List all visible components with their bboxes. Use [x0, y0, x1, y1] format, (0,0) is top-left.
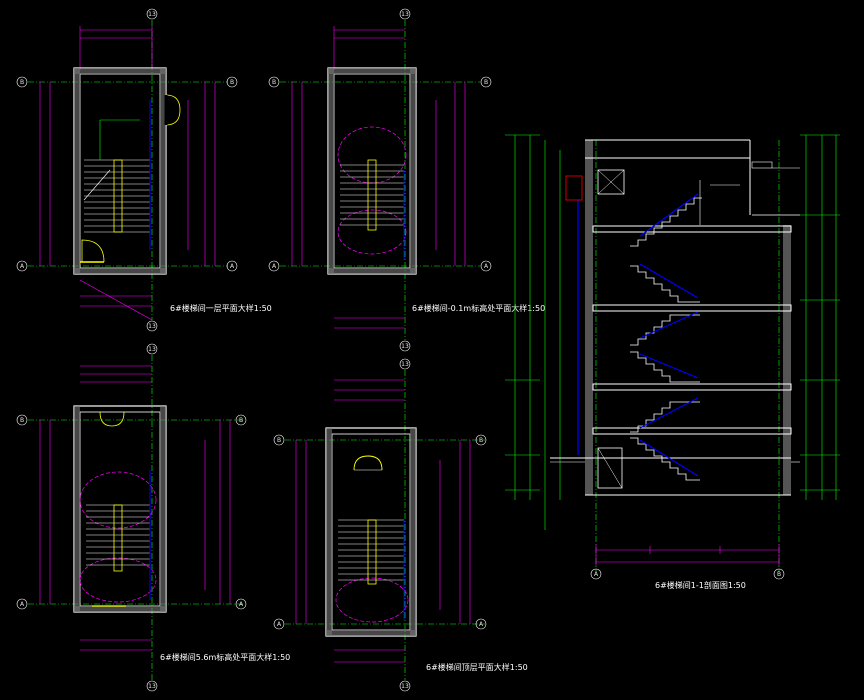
plan2-axis-right-bottom: A: [484, 263, 489, 270]
plan4-axis-right-top: B: [479, 437, 483, 444]
plan-5-6m: 13 13 B A B A 6#楼梯间5.6m标高处平面大样1:50: [16, 343, 290, 692]
plan3-axis-right-top: B: [239, 417, 243, 424]
plan4-axis-right-bottom: A: [479, 621, 484, 628]
plan2-axis-left-bottom: A: [272, 263, 277, 270]
plan4-axis-left-top: B: [277, 437, 281, 444]
plan3-axis-top: 13: [148, 346, 156, 353]
plan-minus-0-1m: 13 13 B A B A 6#楼梯间-0.1m标高处平面大样1:50: [268, 8, 545, 352]
plan2-axis-left-top: B: [272, 79, 276, 86]
plan1-axis-bottom: 13: [148, 323, 156, 330]
plan4-axis-bottom: 13: [401, 683, 409, 690]
plan1-axis-left-bottom: A: [20, 263, 25, 270]
plan2-title: 6#楼梯间-0.1m标高处平面大样1:50: [412, 303, 545, 313]
section-title: 6#楼梯间1-1剖面图1:50: [655, 580, 746, 590]
plan1-axis-right-top: B: [230, 79, 234, 86]
plan1-axis-left-top: B: [20, 79, 24, 86]
plan-top-floor: 13 13 B A B A 6#楼梯间顶层平面大样1:50: [273, 358, 528, 692]
plan1-axis-top: 13: [148, 11, 156, 18]
plan3-axis-right-bottom: A: [239, 601, 244, 608]
plan4-axis-left-bottom: A: [277, 621, 282, 628]
section-1-1: A B 6#楼梯间1-1剖面图1:50: [505, 134, 840, 590]
section-axis-right: B: [777, 571, 781, 578]
plan3-title: 6#楼梯间5.6m标高处平面大样1:50: [160, 652, 290, 662]
plan-ground-floor: 13 13 B A B A 6#楼梯间一层平面大样1:50: [16, 8, 272, 332]
plan2-axis-bottom: 13: [401, 343, 409, 350]
plan4-title: 6#楼梯间顶层平面大样1:50: [426, 662, 528, 672]
section-axis-left: A: [594, 571, 599, 578]
plan2-axis-right-top: B: [484, 79, 488, 86]
plan3-axis-bottom: 13: [148, 683, 156, 690]
plan1-axis-right-bottom: A: [230, 263, 235, 270]
plan3-axis-left-bottom: A: [20, 601, 25, 608]
plan2-axis-top: 13: [401, 11, 409, 18]
plan1-title: 6#楼梯间一层平面大样1:50: [170, 303, 272, 313]
plan4-axis-top: 13: [401, 361, 409, 368]
plan3-axis-left-top: B: [20, 417, 24, 424]
